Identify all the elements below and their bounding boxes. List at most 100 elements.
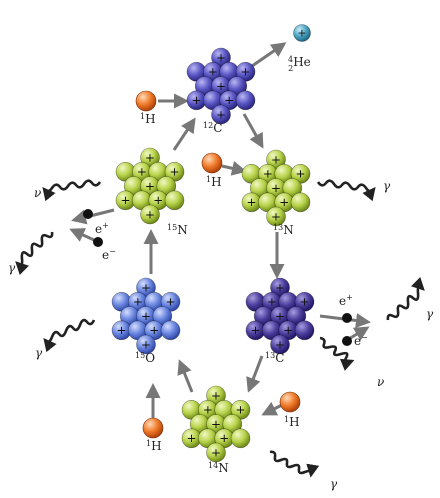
nucleon-sphere xyxy=(136,334,156,355)
proton-ball xyxy=(279,391,301,413)
nucleus-he4: + xyxy=(293,24,311,42)
nucleon-sphere xyxy=(294,320,315,341)
proton-plus-sign: + xyxy=(187,431,197,445)
label-positron: e+ xyxy=(95,221,109,236)
proton-plus-sign: + xyxy=(216,51,226,65)
proton-plus-sign: + xyxy=(267,295,277,309)
arrow-positron-out-n15 xyxy=(71,208,115,225)
nucleus-n15: +++++++ xyxy=(115,147,185,225)
label-gamma: γ xyxy=(383,179,391,193)
nuclei: ++++++++++++++++++++++++++++++++++++++++… xyxy=(111,24,315,463)
proton-plus-sign: + xyxy=(203,403,213,417)
label-electron: e− xyxy=(354,333,368,348)
nucleon-sphere xyxy=(270,277,290,298)
electron-dot xyxy=(342,336,352,346)
proton-ball xyxy=(142,417,164,439)
proton-plus-sign: + xyxy=(153,193,163,207)
nucleon-sphere xyxy=(270,334,290,355)
proton-plus-sign: + xyxy=(271,181,281,195)
arrow-n14-to-o15 xyxy=(177,359,194,393)
label-c13: 13C xyxy=(265,351,284,365)
positron-dot xyxy=(342,313,352,323)
proton-plus-sign: + xyxy=(241,65,251,79)
label-o15: 15O xyxy=(135,351,155,365)
proton-plus-sign: + xyxy=(271,153,281,167)
proton-plus-sign: + xyxy=(247,195,257,209)
arrow-proton-in-n14-right xyxy=(261,401,283,416)
proton-plus-sign: + xyxy=(216,79,226,93)
label-proton: 1H xyxy=(140,112,156,126)
proton-plus-sign: + xyxy=(170,165,180,179)
arrow-proton-in-n13 xyxy=(221,161,247,176)
protons xyxy=(135,90,301,439)
proton-plus-sign: + xyxy=(192,93,202,107)
proton-plus-sign: + xyxy=(216,108,226,122)
arrow-c12-to-n13 xyxy=(242,113,264,149)
nucleon-sphere xyxy=(164,190,185,211)
proton-plus-sign: + xyxy=(121,193,131,207)
nucleon-sphere xyxy=(140,204,160,225)
label-neutrino: ν xyxy=(377,375,384,389)
label-gamma: γ xyxy=(8,261,16,275)
proton-plus-sign: + xyxy=(141,338,151,352)
label-n13: 13N xyxy=(273,223,294,237)
label-n14: 14N xyxy=(208,461,229,475)
label-proton: 1H xyxy=(206,175,222,189)
proton-plus-sign: + xyxy=(145,179,155,193)
emission-waves xyxy=(15,179,425,478)
proton-plus-sign: + xyxy=(149,323,159,337)
proton-plus-sign: + xyxy=(117,323,127,337)
nucleus-c13: +++++++ xyxy=(245,277,315,355)
proton-plus-sign: + xyxy=(275,281,285,295)
proton-plus-sign: + xyxy=(141,309,151,323)
nucleon-sphere xyxy=(230,428,251,449)
label-gamma: γ xyxy=(35,346,43,360)
arrow-electron-in-n15 xyxy=(69,228,95,242)
proton-plus-sign: + xyxy=(219,431,229,445)
nucleus-c12: +++++++ xyxy=(186,47,256,125)
label-gamma: γ xyxy=(426,307,434,321)
nucleon-sphere xyxy=(136,277,156,298)
label-neutrino: ν xyxy=(34,186,41,200)
proton-plus-sign: + xyxy=(296,167,306,181)
nucleon-sphere xyxy=(235,90,256,111)
arrow-c13-to-n14 xyxy=(246,355,264,393)
proton-plus-sign: + xyxy=(211,417,221,431)
proton-plus-sign: + xyxy=(211,389,221,403)
positron-dot xyxy=(83,209,93,219)
electron-dot xyxy=(93,237,103,247)
nucleus-o15: +++++++ xyxy=(111,277,181,355)
proton-plus-sign: + xyxy=(141,281,151,295)
nucleon-sphere xyxy=(160,320,181,341)
label-proton: 1H xyxy=(146,439,162,453)
nucleon-sphere xyxy=(206,442,226,463)
label-c12: 12C xyxy=(203,121,222,135)
label-n15: 15N xyxy=(167,223,188,237)
nucleus-n14: +++++++ xyxy=(181,385,251,463)
arrow-n15-to-c12 xyxy=(172,117,196,151)
proton-plus-sign: + xyxy=(300,295,310,309)
label-electron: e− xyxy=(102,247,116,262)
leptons xyxy=(83,209,352,346)
nucleon-sphere xyxy=(266,206,286,227)
proton-plus-sign: + xyxy=(283,323,293,337)
gamma-wave-n13 xyxy=(316,179,376,202)
nucleon-sphere xyxy=(140,147,160,168)
proton-ball xyxy=(135,90,157,112)
proton-ball xyxy=(201,152,223,174)
proton-plus-sign: + xyxy=(275,338,285,352)
gamma-wave-o15 xyxy=(43,318,96,353)
label-gamma: γ xyxy=(330,477,338,491)
gamma-wave-n15 xyxy=(15,231,54,275)
nucleon-sphere xyxy=(293,24,311,42)
proton-plus-sign: + xyxy=(263,167,273,181)
nucleus-n13: +++++++ xyxy=(241,149,311,227)
label-positron: e+ xyxy=(339,293,353,308)
proton-plus-sign: + xyxy=(208,65,218,79)
arrow-c12-to-he4 xyxy=(251,42,287,68)
nucleon-sphere xyxy=(206,385,226,406)
proton-plus-sign: + xyxy=(275,309,285,323)
proton-plus-sign: + xyxy=(279,195,289,209)
